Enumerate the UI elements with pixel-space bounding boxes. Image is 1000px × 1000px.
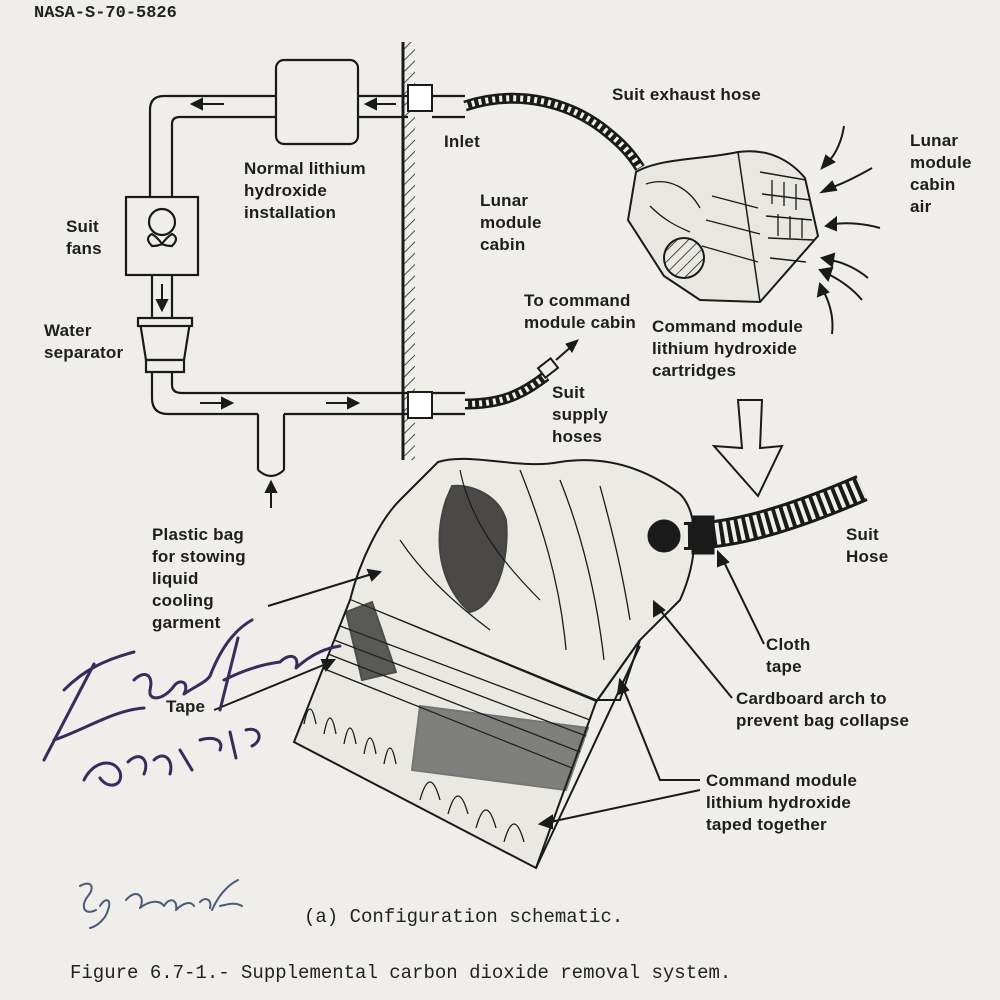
figure-title: Figure 6.7-1.- Supplemental carbon dioxi…: [70, 962, 732, 984]
header-id: NASA-S-70-5826: [34, 4, 177, 23]
leader-lines: [213, 549, 765, 830]
flow-arrows: [155, 97, 396, 508]
label-cardboard-arch: Cardboard arch to prevent bag collapse: [736, 689, 910, 730]
label-cm-lioh-taped: Command module lithium hydroxide taped t…: [706, 771, 858, 834]
label-cloth-tape: Cloth tape: [766, 635, 811, 676]
label-cm-lioh-cartridges: Command module lithium hydroxide cartrid…: [652, 317, 804, 380]
label-suit-fans: Suit fans: [66, 217, 102, 258]
label-water-separator: Water separator: [44, 321, 124, 362]
label-plastic-bag: Plastic bag for stowing liquid cooling g…: [152, 525, 246, 632]
label-tape: Tape: [166, 697, 206, 716]
label-normal-lioh: Normal lithium hydroxide installation: [244, 159, 366, 222]
cabin-wall: [401, 42, 433, 460]
label-lm-cabin: Lunar module cabin: [480, 191, 542, 254]
transition-arrow: [711, 399, 784, 498]
upper-cartridge-assembly: [626, 150, 820, 304]
lower-bag-assembly: [292, 457, 696, 870]
caption: (a) Configuration schematic.: [304, 906, 624, 928]
pencil-signature: [79, 879, 243, 929]
suit-supply-hoses: [464, 339, 579, 410]
label-suit-hose: Suit Hose: [846, 525, 889, 566]
label-suit-supply-hoses: Suit supply hoses: [552, 383, 608, 446]
label-to-cm-cabin: To command module cabin: [524, 291, 636, 332]
label-inlet: Inlet: [444, 132, 480, 151]
cabin-air-arrows: [816, 125, 881, 335]
fan-icon: [146, 207, 178, 248]
label-lm-cabin-air: Lunar module cabin air: [910, 131, 972, 216]
lower-suit-hose: [647, 475, 868, 555]
autograph-signature: [42, 618, 342, 787]
label-suit-exhaust-hose: Suit exhaust hose: [612, 85, 761, 104]
suit-exhaust-hose: [463, 92, 645, 171]
